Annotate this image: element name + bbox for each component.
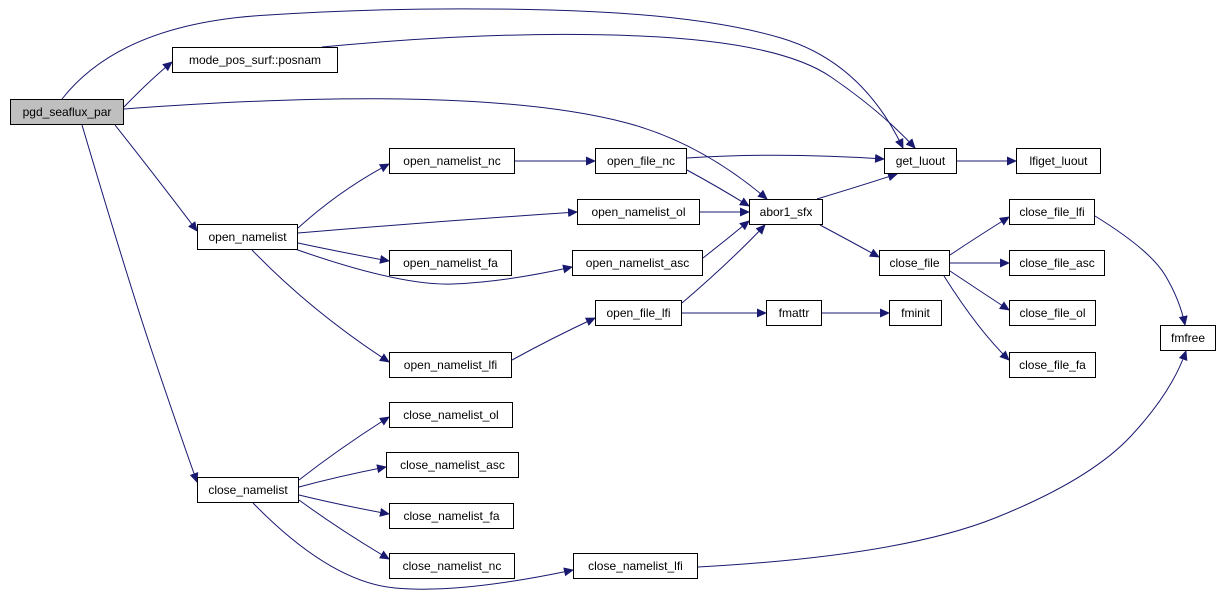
edge-pgd_seaflux_par-to-mode_pos_surf_posnam xyxy=(123,61,173,108)
node-fminit[interactable]: fminit xyxy=(889,300,942,326)
node-close_namelist_lfi[interactable]: close_namelist_lfi xyxy=(573,553,698,579)
edge-close_namelist-to-close_namelist_fa xyxy=(298,494,390,517)
node-open_namelist_asc[interactable]: open_namelist_asc xyxy=(572,250,703,276)
edge-close_namelist-to-close_namelist_lfi xyxy=(252,502,574,590)
edge-open_file_nc-to-get_luout xyxy=(686,153,885,163)
node-open_namelist_nc[interactable]: open_namelist_nc xyxy=(389,148,515,174)
node-open_namelist[interactable]: open_namelist xyxy=(197,224,298,250)
node-abor1_sfx[interactable]: abor1_sfx xyxy=(749,199,823,225)
node-open_file_nc[interactable]: open_file_nc xyxy=(595,148,687,174)
node-pgd_seaflux_par: pgd_seaflux_par xyxy=(10,99,124,125)
edge-close_file-to-close_file_lfi xyxy=(949,216,1010,256)
node-open_namelist_ol[interactable]: open_namelist_ol xyxy=(577,199,700,225)
edge-pgd_seaflux_par-to-get_luout xyxy=(61,8,904,149)
edge-pgd_seaflux_par-to-open_namelist xyxy=(114,124,198,232)
edge-abor1_sfx-to-get_luout xyxy=(816,172,898,200)
edge-pgd_seaflux_par-to-abor1_sfx xyxy=(123,98,768,200)
edge-open_namelist_asc-to-abor1_sfx xyxy=(702,220,750,259)
node-close_namelist_ol[interactable]: close_namelist_ol xyxy=(389,402,513,428)
node-mode_pos_surf_posnam[interactable]: mode_pos_surf::posnam xyxy=(172,47,338,73)
edge-open_namelist-to-open_namelist_fa xyxy=(297,242,390,264)
edge-close_namelist-to-close_namelist_nc xyxy=(298,499,390,560)
edge-abor1_sfx-to-close_file xyxy=(819,224,880,258)
edge-open_file_lfi-to-abor1_sfx xyxy=(681,224,766,304)
edge-close_namelist-to-close_namelist_ol xyxy=(298,416,390,481)
node-close_namelist[interactable]: close_namelist xyxy=(197,477,299,503)
edge-mode_pos_surf_posnam-to-get_luout xyxy=(321,33,916,149)
edge-close_namelist-to-close_namelist_asc xyxy=(298,464,387,488)
node-close_file[interactable]: close_file xyxy=(879,250,950,276)
edge-open_namelist-to-open_namelist_lfi xyxy=(251,249,390,363)
node-close_namelist_fa[interactable]: close_namelist_fa xyxy=(389,503,514,529)
node-open_file_lfi[interactable]: open_file_lfi xyxy=(595,300,682,326)
node-get_luout[interactable]: get_luout xyxy=(884,148,957,174)
edge-open_namelist_lfi-to-open_file_lfi xyxy=(511,317,596,361)
node-close_file_ol[interactable]: close_file_ol xyxy=(1009,300,1096,326)
edge-open_namelist-to-open_namelist_asc xyxy=(294,248,573,285)
edge-close_namelist_lfi-to-fmfree xyxy=(697,350,1188,568)
node-fmattr[interactable]: fmattr xyxy=(766,300,822,326)
edge-open_namelist-to-open_namelist_nc xyxy=(297,163,390,229)
edge-close_file_lfi-to-fmfree xyxy=(1094,215,1188,326)
node-lfiget_luout[interactable]: lfiget_luout xyxy=(1016,148,1101,174)
node-fmfree[interactable]: fmfree xyxy=(1160,325,1216,351)
edge-open_namelist-to-open_namelist_ol xyxy=(297,208,578,234)
node-close_file_asc[interactable]: close_file_asc xyxy=(1009,250,1105,276)
edge-open_file_nc-to-abor1_sfx xyxy=(686,169,750,207)
node-close_namelist_asc[interactable]: close_namelist_asc xyxy=(386,452,519,478)
node-close_namelist_nc[interactable]: close_namelist_nc xyxy=(389,553,515,579)
node-open_namelist_lfi[interactable]: open_namelist_lfi xyxy=(389,352,512,378)
node-close_file_fa[interactable]: close_file_fa xyxy=(1009,352,1096,378)
node-open_namelist_fa[interactable]: open_namelist_fa xyxy=(389,250,512,276)
edge-pgd_seaflux_par-to-close_namelist xyxy=(81,124,199,483)
edge-close_file-to-close_file_fa xyxy=(943,275,1010,361)
edge-close_file-to-close_file_ol xyxy=(949,270,1010,311)
node-close_file_lfi[interactable]: close_file_lfi xyxy=(1009,199,1095,225)
